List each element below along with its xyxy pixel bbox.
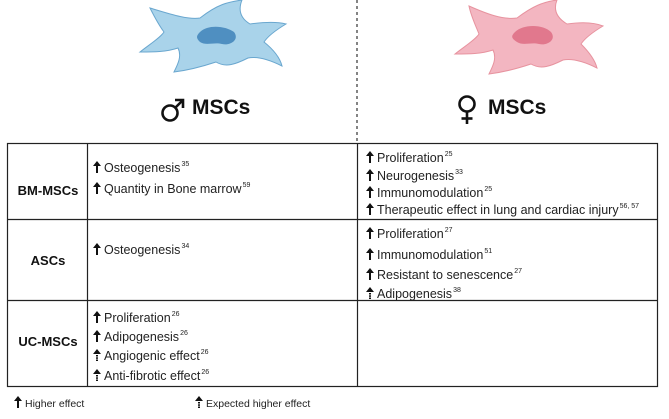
higher-effect-arrow-icon — [14, 396, 22, 408]
higher-effect-arrow-icon — [366, 151, 374, 163]
higher-effect-arrow-icon — [93, 182, 101, 194]
list-item: Neurogenesis33 — [366, 166, 463, 183]
higher-effect-arrow-icon — [366, 227, 374, 239]
male-msc-title: MSCs — [192, 96, 251, 119]
higher-effect-arrow-icon — [366, 186, 374, 198]
list-item: Proliferation27 — [366, 224, 453, 241]
list-item: Immunomodulation25 — [366, 183, 492, 200]
list-item: Proliferation26 — [93, 308, 180, 325]
list-item: Resistant to senescence27 — [366, 265, 522, 282]
row-label-uc-mscs: UC-MSCs — [18, 334, 78, 349]
list-item: Adipogenesis38 — [366, 284, 461, 301]
higher-effect-arrow-icon — [366, 248, 374, 260]
male-symbol-icon — [161, 98, 185, 122]
expected-effect-arrow-icon — [195, 396, 203, 408]
list-item: Angiogenic effect26 — [93, 346, 208, 363]
female-symbol-icon — [458, 95, 476, 124]
higher-effect-arrow-icon — [93, 161, 101, 173]
expected-effect-arrow-icon — [93, 369, 101, 381]
list-item: Adipogenesis26 — [93, 327, 188, 344]
male-cell-icon — [138, 0, 288, 73]
higher-effect-arrow-icon — [93, 243, 101, 255]
female-cell-icon — [453, 0, 605, 75]
expected-effect-arrow-icon — [366, 287, 374, 299]
expected-effect-arrow-icon — [93, 349, 101, 361]
list-item: Immunomodulation51 — [366, 245, 492, 262]
higher-effect-arrow-icon — [93, 330, 101, 342]
legend-higher-effect: Higher effect — [14, 396, 84, 410]
higher-effect-arrow-icon — [93, 311, 101, 323]
higher-effect-arrow-icon — [366, 268, 374, 280]
legend-expected-higher-effect: Expected higher effect — [195, 396, 310, 410]
list-item: Therapeutic effect in lung and cardiac i… — [366, 200, 639, 217]
higher-effect-arrow-icon — [366, 203, 374, 215]
list-item: Anti-fibrotic effect26 — [93, 366, 209, 383]
row-label-bm-mscs: BM-MSCs — [17, 183, 79, 198]
list-item: Osteogenesis35 — [93, 158, 189, 175]
list-item: Osteogenesis34 — [93, 240, 189, 257]
female-msc-title: MSCs — [488, 96, 547, 119]
row-label-ascs: ASCs — [30, 253, 66, 268]
list-item: Quantity in Bone marrow59 — [93, 179, 250, 196]
list-item: Proliferation25 — [366, 148, 453, 165]
higher-effect-arrow-icon — [366, 169, 374, 181]
